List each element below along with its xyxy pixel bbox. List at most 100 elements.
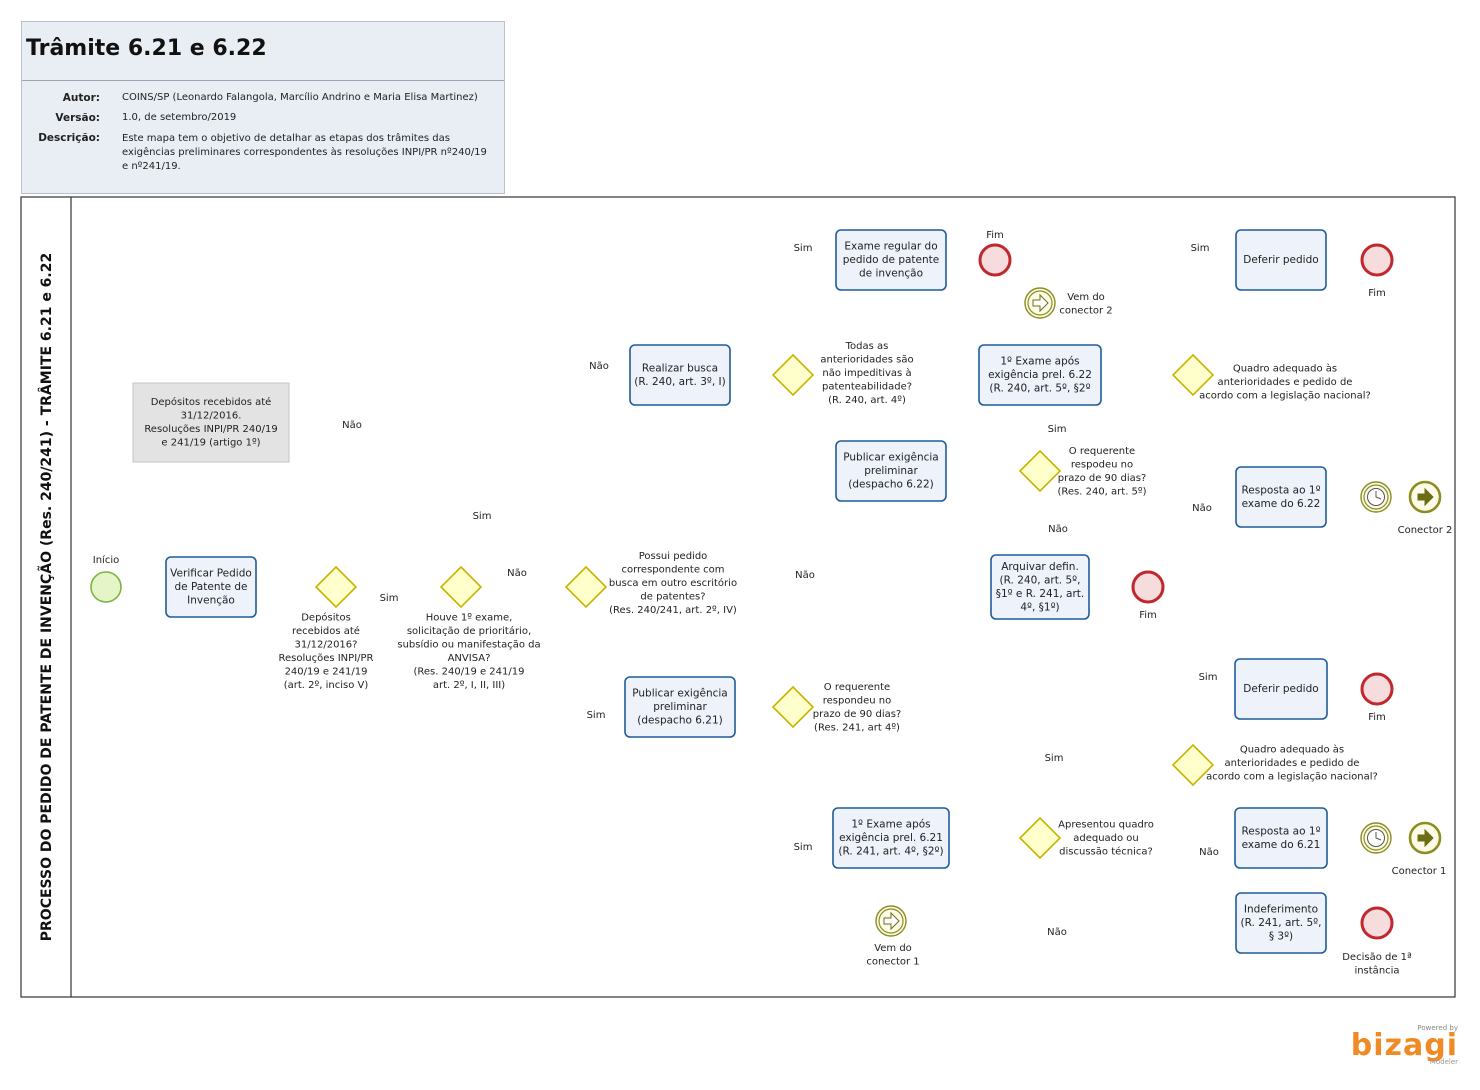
label-line: (R. 241, art. 4º, §2º) <box>838 846 943 858</box>
label-line: Conector 1 <box>1392 866 1447 877</box>
end-event-fim-2-circle <box>1362 245 1392 275</box>
label-line: prazo de 90 dias? <box>1058 473 1147 484</box>
label-line: Resoluções INPI/PR <box>278 653 373 664</box>
label-line: acordo com a legislação nacional? <box>1206 772 1378 783</box>
flow-label-g1-sim: Sim <box>380 593 399 604</box>
label-line: 240/19 e 241/19 <box>285 666 368 677</box>
end-event-decisao-circle <box>1362 908 1392 938</box>
label-line: patenteabilidade? <box>822 382 912 393</box>
label-line: Não <box>507 568 527 579</box>
label-line: 1º Exame após <box>851 819 930 831</box>
task-realizar-busca-label: Realizar busca(R. 240, art. 3º, I) <box>634 362 725 388</box>
label-line: preliminar <box>653 701 707 713</box>
label-line: respondeu no <box>823 695 892 706</box>
end-event-fim-3-circle <box>1133 572 1163 602</box>
label-line: Houve 1º exame, <box>426 612 513 623</box>
label-line: Publicar exigência <box>632 688 727 700</box>
flow-label-g5-nao: Não <box>1048 524 1068 535</box>
label-line: prazo de 90 dias? <box>813 709 902 720</box>
end-event-fim-1-circle <box>980 245 1010 275</box>
label-line: Fim <box>986 230 1004 241</box>
label-line: anterioridades são <box>820 355 913 366</box>
label-line: Sim <box>1048 424 1067 435</box>
label-line: Sim <box>1191 243 1210 254</box>
label-line: Não <box>342 420 362 431</box>
label-line: Sim <box>794 243 813 254</box>
label-line: recebidos até <box>292 625 360 637</box>
label-line: exame do 6.21 <box>1242 839 1321 851</box>
flow-label-g9-nao: Não <box>1199 847 1219 858</box>
label-line: (despacho 6.22) <box>848 479 933 491</box>
label-line: Publicar exigência <box>843 452 938 464</box>
label-line: (Res. 240/241, art. 2º, IV) <box>609 605 737 616</box>
end-event-fim-2-label: Fim <box>1368 288 1386 299</box>
label-line: Depósitos recebidos até <box>151 396 272 408</box>
label-line: Deferir pedido <box>1243 683 1318 695</box>
label-line: solicitação de prioritário, <box>407 625 531 637</box>
label-line: Sim <box>380 593 399 604</box>
label-line: não impeditivas à <box>822 367 911 379</box>
flow-label-g2-sim: Sim <box>473 511 492 522</box>
label-line: acordo com a legislação nacional? <box>1199 391 1371 402</box>
flow-label-g7-sim: Sim <box>794 842 813 853</box>
label-line: Indeferimento <box>1244 904 1318 916</box>
label-line: Decisão de 1ª <box>1342 952 1412 963</box>
flow-label-g6-nao: Não <box>1192 503 1212 514</box>
label-line: conector 1 <box>866 957 919 968</box>
label-line: O requerente <box>1069 446 1135 457</box>
label-line: preliminar <box>864 465 918 477</box>
label-line: 31/12/2016. <box>181 410 242 421</box>
label-line: 4º, §1º) <box>1020 601 1059 613</box>
task-exame-622-label: 1º Exame apósexigência prel. 6.22(R. 240… <box>988 356 1092 395</box>
label-line: Apresentou quadro <box>1058 820 1154 831</box>
label-line: anterioridades e pedido de <box>1218 377 1353 388</box>
label-line: Resposta ao 1º <box>1241 484 1320 496</box>
label-line: Resposta ao 1º <box>1241 825 1320 837</box>
label-line: Não <box>1192 503 1212 514</box>
label-line: (R. 240, art. 5º, §2º <box>989 383 1090 395</box>
flow-label-g5-sim: Sim <box>1048 424 1067 435</box>
label-line: Vem do <box>1067 292 1105 303</box>
label-line: 1º Exame após <box>1000 356 1079 368</box>
label-line: Possui pedido <box>639 551 708 562</box>
label-line: de invenção <box>859 268 923 280</box>
label-line: anterioridades e pedido de <box>1225 758 1360 769</box>
task-resposta-622-label: Resposta ao 1ºexame do 6.22 <box>1241 484 1320 510</box>
label-line: Quadro adequado às <box>1233 363 1337 375</box>
label-line: Início <box>93 554 119 566</box>
label-line: Arquivar defin. <box>1001 561 1079 573</box>
diagram-nodes <box>21 197 1455 997</box>
annotation-box <box>133 383 289 462</box>
label-line: e 241/19 (artigo 1º) <box>161 437 260 448</box>
label-line: Fim <box>1368 288 1386 299</box>
label-line: Quadro adequado às <box>1240 744 1344 756</box>
flow-label-g3-nao: Não <box>589 361 609 372</box>
label-line: Depósitos <box>301 611 351 623</box>
label-line: Realizar busca <box>642 362 718 374</box>
label-line: (R. 240, art. 4º) <box>828 395 906 406</box>
label-line: ANVISA? <box>448 653 491 664</box>
end-event-fim-4-circle <box>1362 674 1392 704</box>
label-line: Não <box>589 361 609 372</box>
brand-name: bizagi <box>1351 1032 1458 1060</box>
label-line: Não <box>795 570 815 581</box>
label-line: correspondente com <box>621 565 724 576</box>
bizagi-logo: Powered by bizagi Modeler <box>1351 1024 1458 1066</box>
flow-label-g9-sim: Sim <box>1199 672 1218 683</box>
label-line: Verificar Pedido <box>170 568 252 580</box>
label-line: de Patente de <box>174 581 247 593</box>
label-line: §1º e R. 241, art. <box>996 588 1085 600</box>
label-line: Conector 2 <box>1398 525 1453 536</box>
label-line: 31/12/2016? <box>295 639 358 650</box>
start-event-circle <box>91 572 121 602</box>
label-line: (Res. 240/19 e 241/19 <box>414 666 525 677</box>
flow-label-g4-sim: Sim <box>794 243 813 254</box>
flow-label-g8-sim: Sim <box>1045 753 1064 764</box>
label-line: (despacho 6.21) <box>637 715 722 727</box>
task-exame-621-label: 1º Exame apósexigência prel. 6.21(R. 241… <box>838 819 943 858</box>
task-deferir-1-label: Deferir pedido <box>1243 254 1318 266</box>
label-line: Não <box>1048 524 1068 535</box>
start-event-label: Início <box>93 554 119 566</box>
label-line: (R. 241, art. 5º, <box>1241 917 1322 929</box>
